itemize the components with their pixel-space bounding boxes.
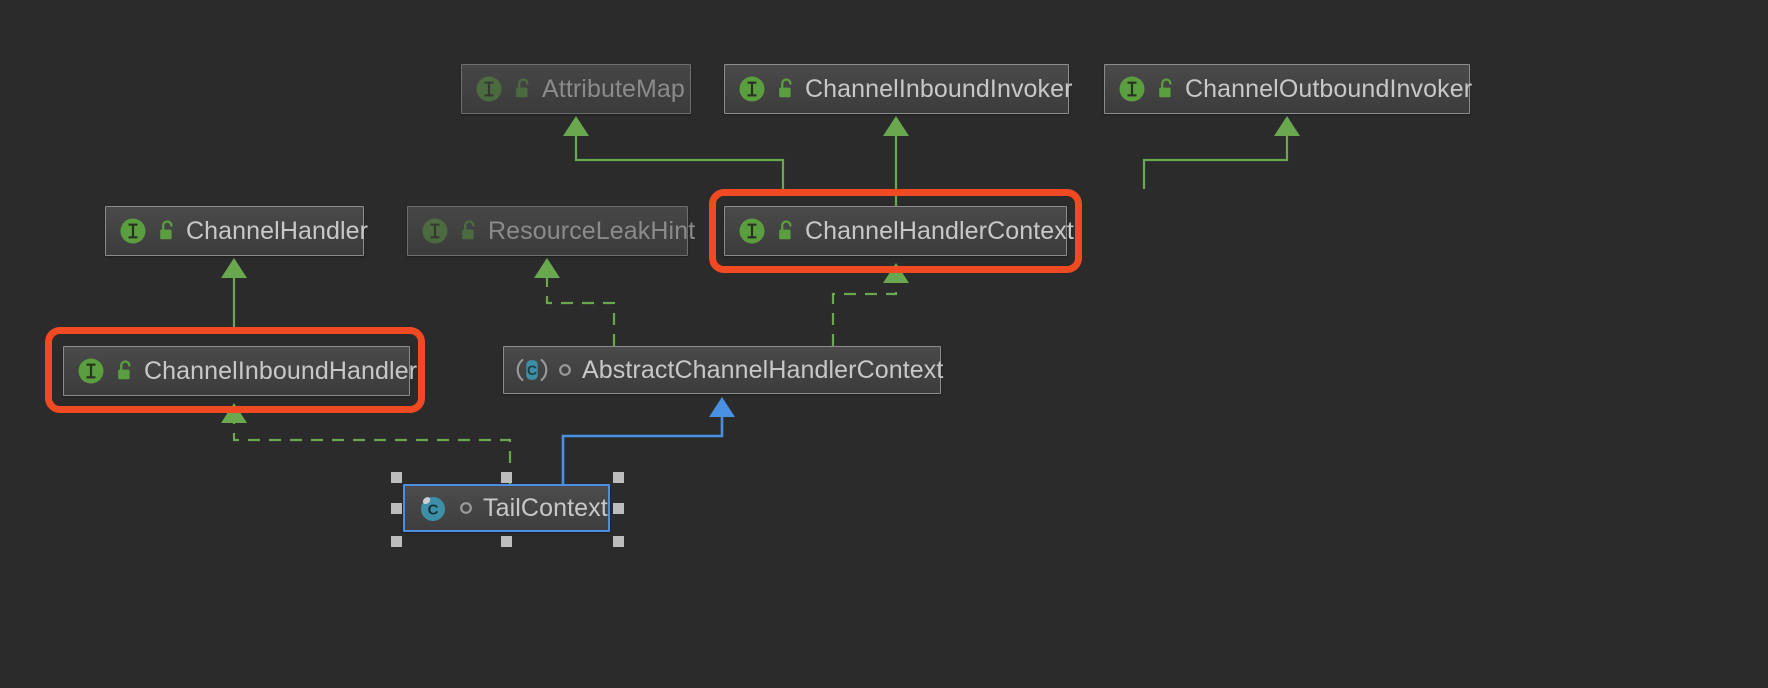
- unlocked-padlock-icon: [459, 219, 479, 243]
- interface-icon: [474, 74, 504, 104]
- edge-chc-to-inbound-invoker-arrowhead: [883, 116, 909, 136]
- circle-outline-icon: [557, 362, 573, 378]
- node-label-attribute-map: AttributeMap: [542, 74, 685, 103]
- unlocked-padlock-icon: [776, 77, 796, 101]
- resize-handle-2[interactable]: [613, 472, 624, 483]
- edge-cih-to-channel-handler-arrowhead: [221, 258, 247, 278]
- node-abstract-channel-handler-context[interactable]: C AbstractChannelHandlerContext: [503, 346, 944, 394]
- class-icon: C: [417, 492, 449, 524]
- edge-chc-to-attributemap-arrowhead: [563, 116, 589, 136]
- interface-icon: [420, 216, 450, 246]
- interface-icon: [737, 74, 767, 104]
- edge-tailcontext-to-cih[interactable]: [232, 417, 512, 484]
- node-tail-context[interactable]: C TailContext: [403, 484, 610, 532]
- edge-chc-to-outbound-invoker-arrowhead: [1274, 116, 1300, 136]
- unlocked-padlock-icon: [157, 219, 177, 243]
- node-channel-outbound-invoker[interactable]: ChannelOutboundInvoker: [1104, 64, 1473, 114]
- node-label-abstract-channel-handler-context: AbstractChannelHandlerContext: [582, 355, 944, 384]
- node-channel-inbound-handler[interactable]: ChannelInboundHandler: [63, 346, 417, 396]
- resize-handle-0[interactable]: [391, 472, 402, 483]
- resize-handle-3[interactable]: [391, 503, 402, 514]
- resize-handle-5[interactable]: [391, 536, 402, 547]
- edge-achc-to-chc[interactable]: [831, 277, 898, 346]
- node-label-channel-handler: ChannelHandler: [186, 216, 369, 245]
- resize-handle-1[interactable]: [501, 472, 512, 483]
- node-channel-handler-context[interactable]: ChannelHandlerContext: [724, 206, 1074, 256]
- node-label-channel-handler-context: ChannelHandlerContext: [805, 216, 1074, 245]
- unlocked-padlock-icon: [1156, 77, 1176, 101]
- svg-text:C: C: [527, 362, 537, 378]
- interface-icon: [76, 356, 106, 386]
- edge-tailcontext-to-achc-arrowhead: [709, 397, 735, 417]
- node-label-channel-inbound-invoker: ChannelInboundInvoker: [805, 74, 1073, 103]
- node-label-tail-context: TailContext: [483, 493, 608, 522]
- unlocked-padlock-icon: [115, 359, 135, 383]
- node-channel-inbound-invoker[interactable]: ChannelInboundInvoker: [724, 64, 1072, 114]
- unlocked-padlock-icon: [776, 219, 796, 243]
- node-resource-leak-hint[interactable]: ResourceLeakHint: [407, 206, 695, 256]
- edge-achc-to-resource-leak-hint[interactable]: [545, 272, 616, 346]
- interface-icon: [118, 216, 148, 246]
- node-label-channel-inbound-handler: ChannelInboundHandler: [144, 356, 418, 385]
- unlocked-padlock-icon: [513, 77, 533, 101]
- interface-icon: [1117, 74, 1147, 104]
- node-label-resource-leak-hint: ResourceLeakHint: [488, 216, 696, 245]
- circle-outline-icon: [458, 500, 474, 516]
- resize-handle-7[interactable]: [613, 536, 624, 547]
- resize-handle-4[interactable]: [613, 503, 624, 514]
- node-attribute-map[interactable]: AttributeMap: [461, 64, 691, 114]
- svg-text:C: C: [428, 502, 439, 519]
- edge-chc-to-attributemap[interactable]: [574, 130, 785, 189]
- edge-tailcontext-to-cih-arrowhead: [221, 403, 247, 423]
- node-channel-handler[interactable]: ChannelHandler: [105, 206, 368, 256]
- resize-handle-6[interactable]: [501, 536, 512, 547]
- edge-chc-to-outbound-invoker[interactable]: [1142, 130, 1289, 189]
- node-label-channel-outbound-invoker: ChannelOutboundInvoker: [1185, 74, 1473, 103]
- edge-achc-to-resource-leak-hint-arrowhead: [534, 258, 560, 278]
- abstract-class-icon: C: [516, 354, 548, 386]
- edge-tailcontext-to-achc[interactable]: [561, 412, 724, 484]
- interface-icon: [737, 216, 767, 246]
- edge-achc-to-chc-arrowhead: [883, 263, 909, 283]
